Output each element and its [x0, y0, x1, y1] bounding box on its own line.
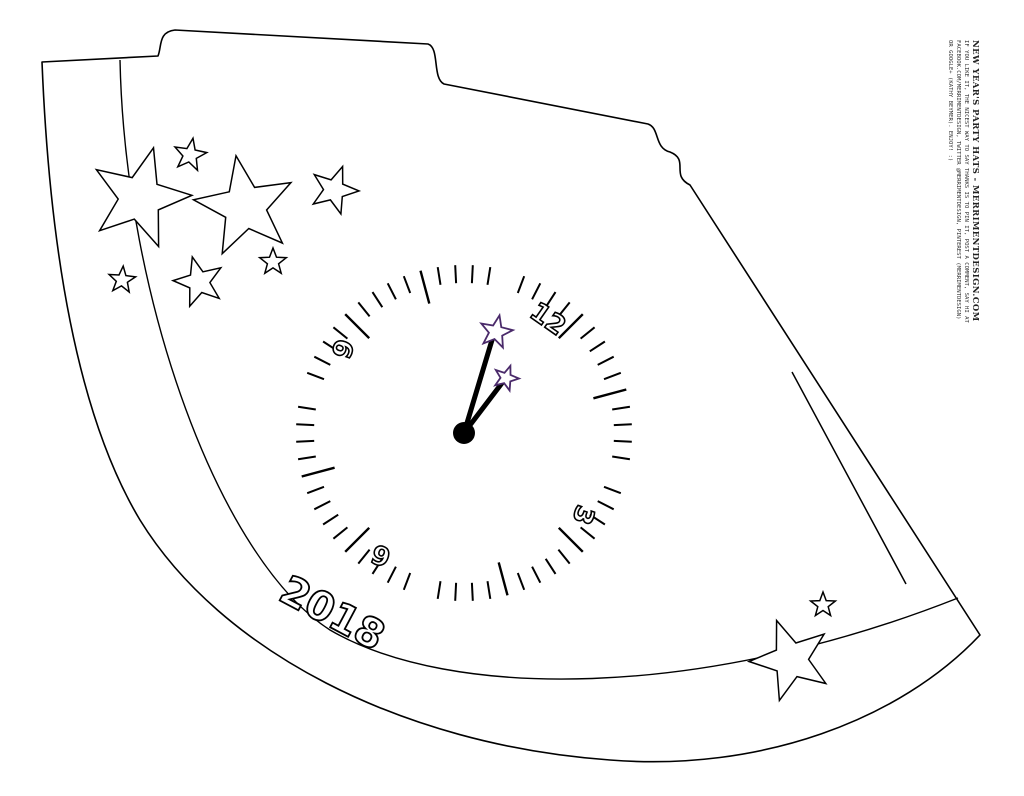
clock-minute-tick [436, 581, 442, 600]
clock-minute-tick [613, 439, 632, 443]
clock-minute-tick [371, 558, 384, 575]
clock-minute-tick [436, 266, 442, 285]
clock-minute-tick [557, 548, 571, 565]
side-note: NEW YEAR'S PARTY HATS - MERRIMENTDESIGN.… [946, 40, 980, 323]
star-icon [170, 254, 223, 309]
clock-minute-tick [322, 513, 339, 526]
hand-star-icon [479, 312, 516, 350]
clock-minute-tick [516, 275, 526, 294]
clock-minute-tick [603, 485, 622, 495]
clock-minute-tick [313, 355, 331, 366]
year-label: 2018 [272, 567, 392, 660]
clock-hour-tick [344, 526, 371, 553]
hat-inner-seam [119, 59, 959, 680]
hat-outer-outline [41, 29, 981, 763]
clock-minute-tick [297, 405, 316, 411]
clock-minute-tick [612, 405, 631, 411]
clock-minute-tick [613, 423, 632, 427]
clock-minute-tick [306, 371, 325, 381]
side-note-line: OR GOOGLE+ (KATHY BEYMER). ENJOY! :) [947, 40, 953, 162]
star-icon [94, 145, 195, 249]
clock-minute-tick [470, 582, 474, 601]
star-icon [173, 136, 209, 173]
clock-minute-tick [454, 265, 458, 284]
star-icon [191, 153, 293, 256]
clock-minute-tick [470, 265, 474, 284]
clock-minute-tick [531, 282, 542, 300]
clock-minute-tick [332, 526, 349, 540]
clock-minute-tick [402, 572, 412, 591]
clock-hour-tick [419, 270, 431, 304]
clock-minute-tick [296, 439, 315, 443]
clock-minute-tick [579, 526, 596, 540]
clock-center-pin [453, 422, 475, 444]
clock-hour-tick [557, 313, 584, 340]
clock-minute-tick [579, 326, 596, 340]
clock-hour-tick [557, 526, 584, 553]
clock-minute-tick [544, 291, 557, 308]
clock-numeral-9: 9 [327, 336, 361, 363]
clock-minute-tick [454, 582, 458, 601]
clock-minute-tick [597, 500, 615, 511]
clock-hour-tick [344, 313, 371, 340]
clock-minute-tick [296, 423, 315, 427]
clock-numeral-6: 6 [368, 537, 395, 571]
hand-star-icon [493, 363, 522, 393]
clock-minute-tick [589, 340, 606, 353]
star-icon [311, 164, 362, 217]
side-note-line: FACEBOOK.COM/MERRIMENTDESIGN, TWITTER @M… [955, 40, 961, 320]
clock-minute-tick [603, 371, 622, 381]
clock-minute-tick [297, 455, 316, 461]
clock-minute-tick [332, 326, 349, 340]
clock-minute-tick [516, 572, 526, 591]
clock-minute-tick [371, 291, 384, 308]
side-note-line: IF YOU LIKE IT, THE NICEST WAY TO SAY TH… [963, 40, 969, 323]
star-icon [746, 618, 828, 703]
clock-minute-tick [486, 581, 492, 600]
clock-minute-tick [612, 455, 631, 461]
clock-minute-hand [461, 337, 495, 436]
star-icon [808, 589, 838, 618]
clock-hour-tick [593, 388, 627, 400]
clock-minute-tick [322, 340, 339, 353]
clock-minute-tick [402, 275, 412, 294]
clock-numeral-12: 12 [524, 297, 571, 342]
glue-flap-line [791, 371, 907, 585]
clock-minute-tick [544, 558, 557, 575]
clock-hour-tick [301, 466, 335, 478]
clock-hour-tick [497, 562, 509, 596]
clock-minute-tick [357, 548, 371, 565]
clock-minute-tick [597, 355, 615, 366]
star-icon [107, 263, 138, 294]
star-icon [257, 245, 289, 276]
clock-minute-tick [313, 500, 331, 511]
clock-minute-tick [557, 301, 571, 318]
clock-minute-tick [357, 301, 371, 318]
clock-minute-tick [306, 485, 325, 495]
clock-numeral-3: 3 [565, 501, 599, 528]
clock-minute-tick [386, 282, 397, 300]
clock-minute-tick [589, 513, 606, 526]
side-note-title: NEW YEAR'S PARTY HATS - MERRIMENTDESIGN.… [970, 40, 980, 322]
clock-minute-tick [386, 566, 397, 584]
clock-minute-tick [531, 566, 542, 584]
clock-minute-tick [486, 266, 492, 285]
